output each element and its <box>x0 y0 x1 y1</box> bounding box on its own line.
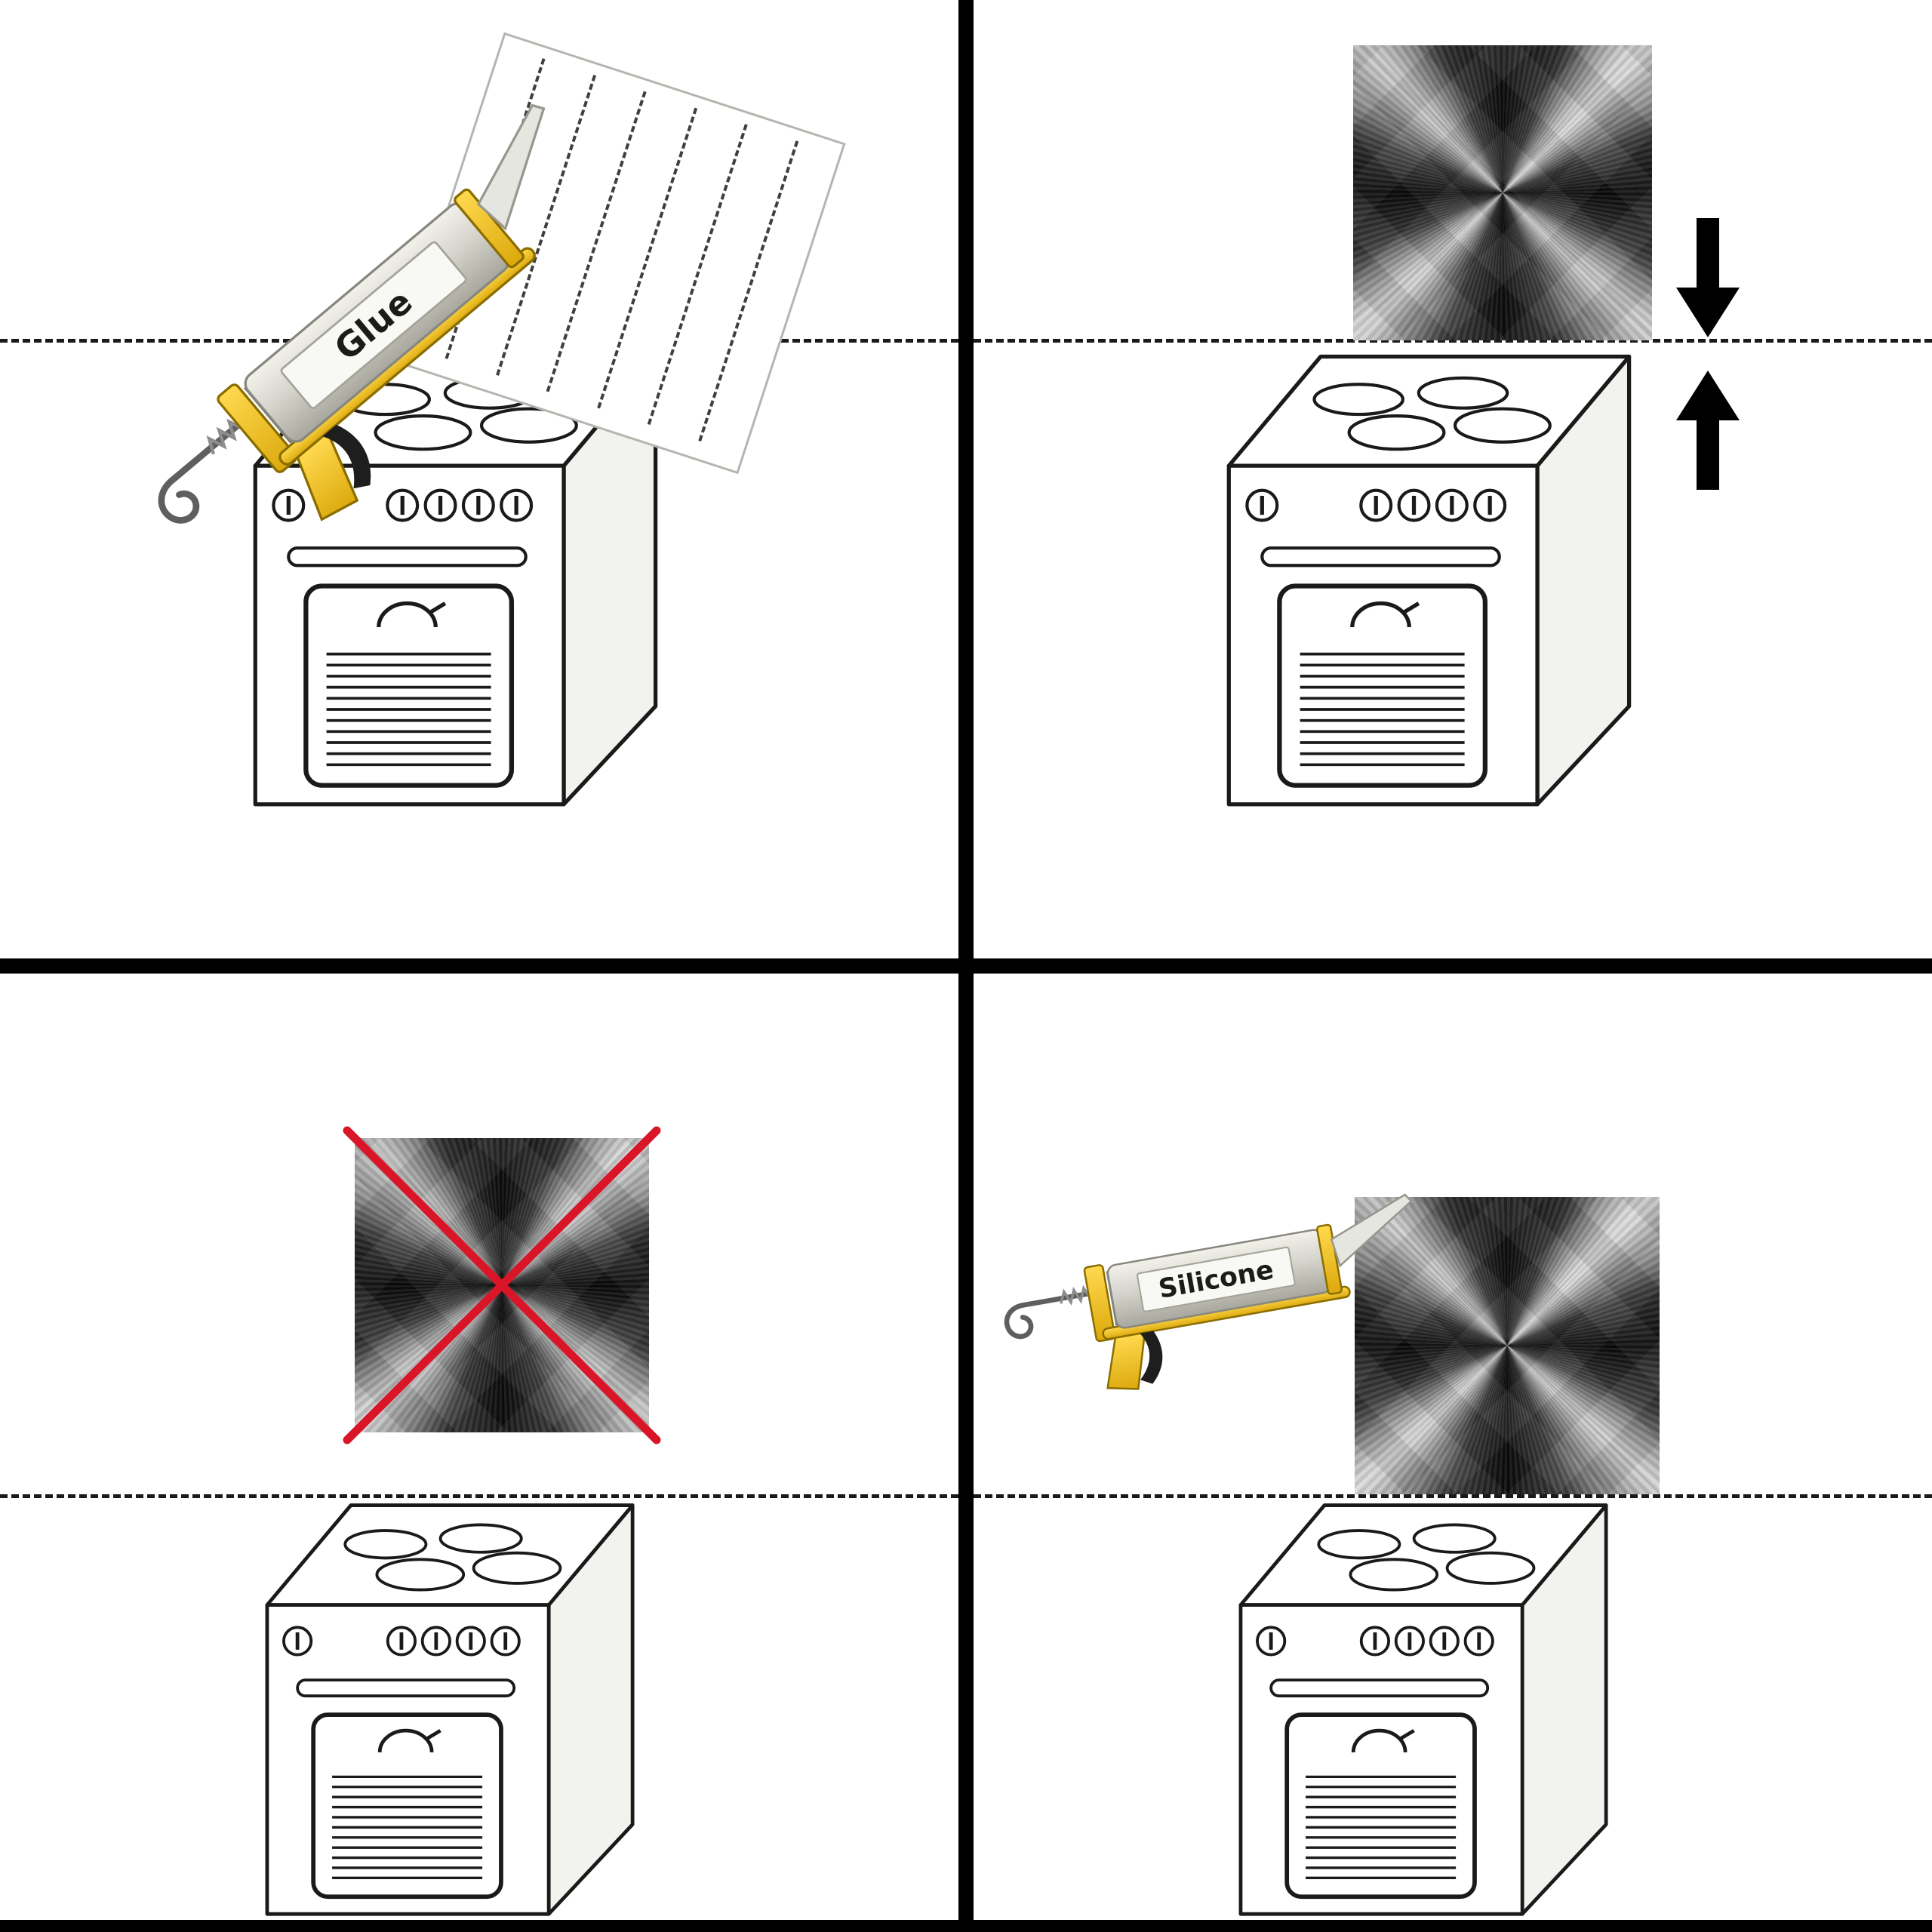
caulking-gun-icon: Silicone <box>988 1173 1448 1415</box>
handle <box>296 429 359 521</box>
stove-icon <box>1236 1498 1612 1917</box>
caulking-gun-icon: Glue <box>95 72 677 610</box>
nozzle <box>1330 1193 1413 1268</box>
cartridge-label <box>280 241 467 410</box>
spring <box>1060 1284 1092 1306</box>
spring <box>206 418 245 455</box>
step-wrong-method <box>0 974 958 1932</box>
rear-bracket <box>217 383 297 473</box>
step-press-panel <box>974 0 1932 958</box>
front-cap <box>454 188 525 269</box>
trigger <box>1140 1331 1163 1384</box>
glue-bead-line <box>648 124 749 426</box>
push-rod-hook <box>1004 1289 1100 1340</box>
press-arrow-up-icon <box>1676 371 1740 490</box>
counter-dashed-line <box>0 1494 958 1498</box>
step-apply-glue: Glue <box>0 0 958 958</box>
push-rod-hook <box>158 414 251 524</box>
step-apply-silicone: Silicone <box>974 974 1932 1932</box>
counter-dashed-line <box>974 339 1932 343</box>
handle <box>1106 1331 1146 1390</box>
stove-icon <box>1224 349 1635 808</box>
counter-dashed-line <box>974 1494 1932 1498</box>
trigger <box>322 424 371 489</box>
cartridge-label <box>1137 1246 1296 1312</box>
glue-bead-line <box>698 140 799 442</box>
rear-bracket <box>1083 1264 1116 1343</box>
front-cap <box>1316 1223 1343 1295</box>
stove-icon <box>263 1498 638 1917</box>
steel-panel-icon <box>1355 1197 1660 1494</box>
red-cross-icon <box>343 1126 661 1444</box>
press-arrow-down-icon <box>1676 218 1740 337</box>
nozzle <box>476 103 546 231</box>
steel-panel-icon <box>1353 45 1652 340</box>
horizontal-divider <box>0 958 1932 974</box>
